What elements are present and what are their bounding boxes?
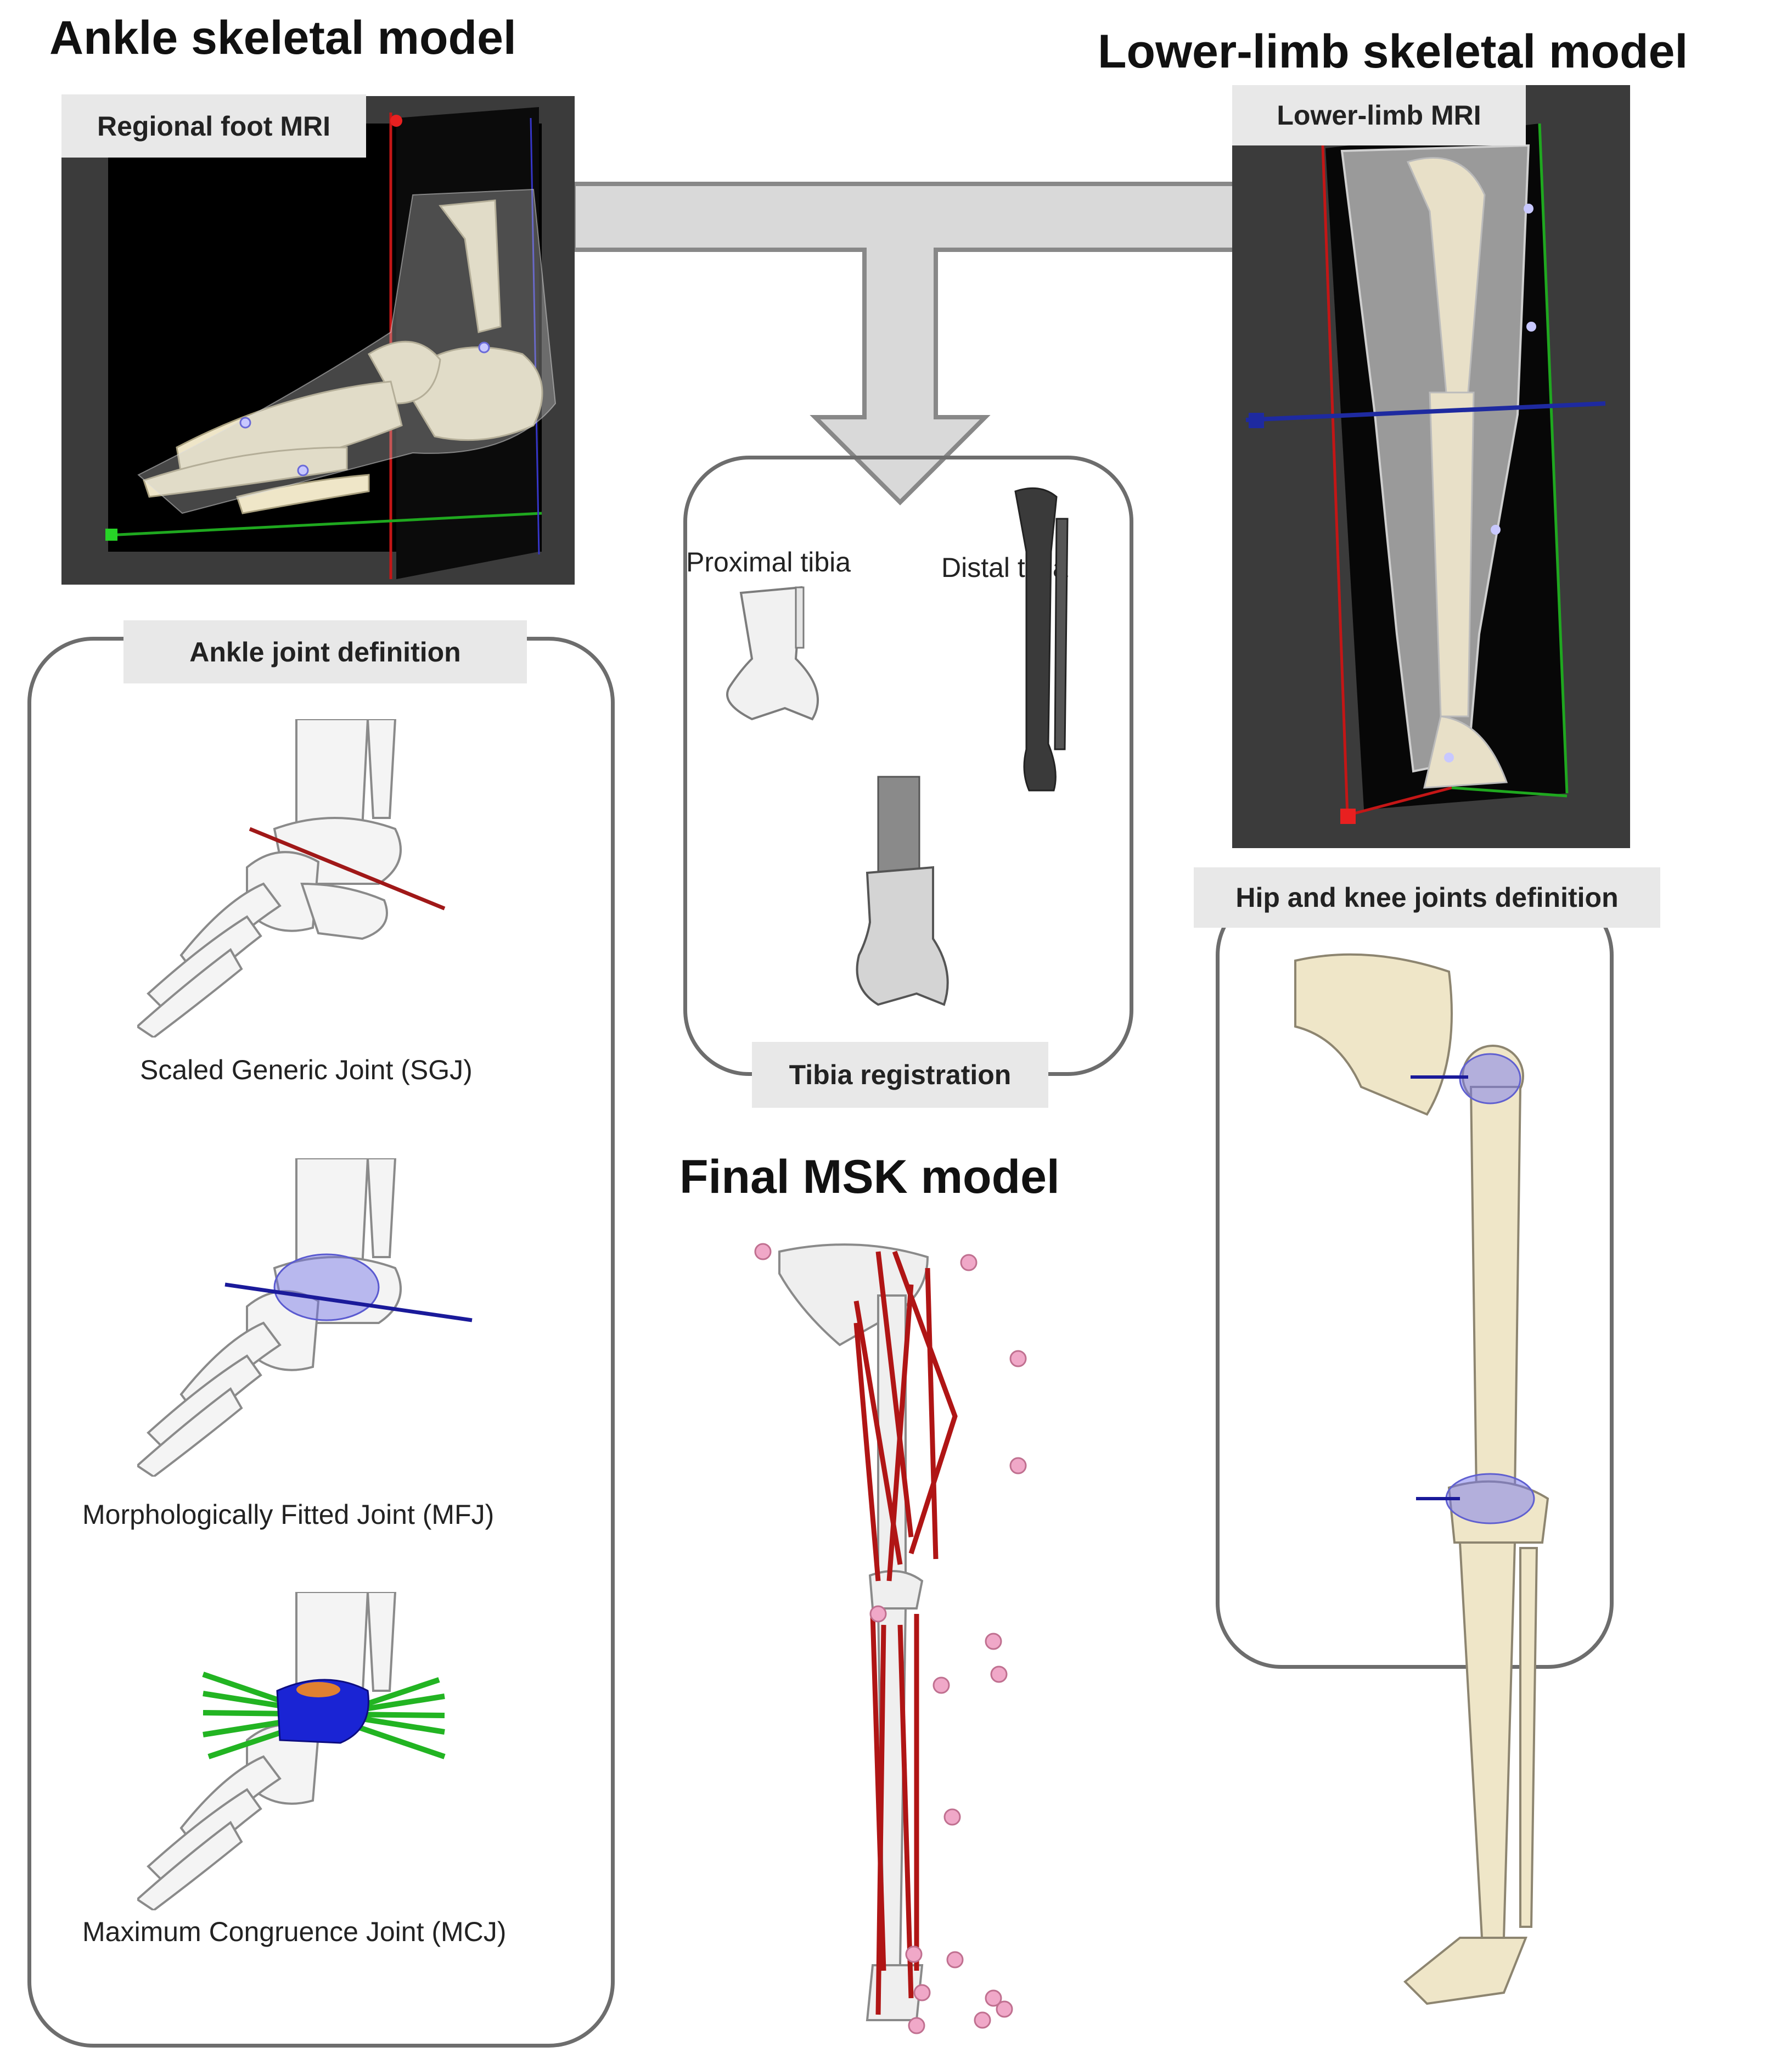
mfj-caption: Morphologically Fitted Joint (MFJ) bbox=[82, 1499, 495, 1530]
final-msk-model-illustration bbox=[754, 1243, 1027, 2034]
mfj-ankle-illustration bbox=[137, 1158, 473, 1477]
tibia-registration-label: Tibia registration bbox=[752, 1042, 1048, 1108]
sgj-ankle-illustration bbox=[137, 719, 446, 1038]
foot-mri-label: Regional foot MRI bbox=[61, 94, 366, 158]
sgj-caption: Scaled Generic Joint (SGJ) bbox=[140, 1055, 473, 1085]
mcj-caption: Maximum Congruence Joint (MCJ) bbox=[82, 1916, 507, 1947]
foot-mri-viewer bbox=[61, 96, 575, 585]
registered-tibia-illustration bbox=[856, 776, 949, 1006]
lower-limb-model-title: Lower-limb skeletal model bbox=[1098, 25, 1688, 78]
ankle-model-title: Ankle skeletal model bbox=[49, 12, 516, 64]
distal-tibia-illustration bbox=[1014, 487, 1069, 792]
final-msk-model-title: Final MSK model bbox=[679, 1151, 1060, 1203]
ankle-joint-definition-label: Ankle joint definition bbox=[123, 620, 527, 683]
lower-limb-skeleton-illustration bbox=[1294, 953, 1549, 2005]
proximal-tibia-illustration bbox=[726, 586, 819, 721]
lowerlimb-mri-label: Lower-limb MRI bbox=[1232, 85, 1526, 145]
hip-knee-definition-label: Hip and knee joints definition bbox=[1194, 867, 1660, 928]
lowerlimb-mri-viewer bbox=[1232, 85, 1630, 848]
proximal-tibia-label: Proximal tibia bbox=[686, 547, 851, 577]
mcj-ankle-illustration bbox=[137, 1592, 446, 1910]
